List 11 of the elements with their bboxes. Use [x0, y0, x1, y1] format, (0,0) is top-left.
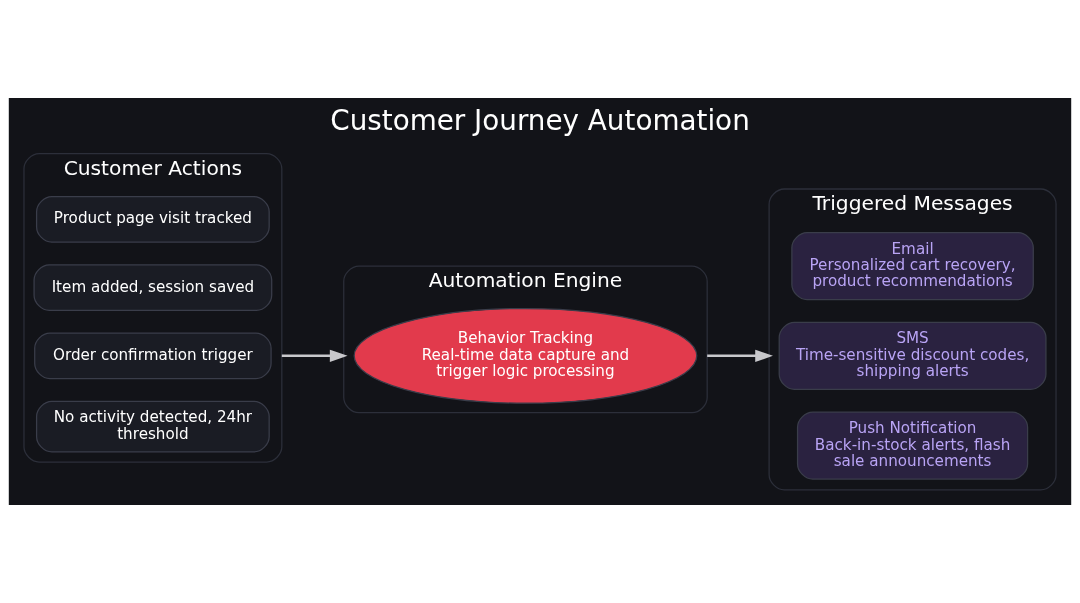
node-box: Item added, session saved	[33, 264, 273, 311]
arrow	[707, 349, 773, 363]
node-box: No activity detected, 24hr threshold	[35, 400, 270, 453]
node-box: Product page visit tracked	[35, 195, 270, 243]
diagram-title: Customer Journey Automation	[330, 104, 750, 138]
node-box: Push Notification Back-in-stock alerts, flash sale announcements	[796, 411, 1029, 480]
node-ellipse: Behavior Tracking Real-time data capture and trigger logic processing	[353, 307, 698, 404]
arrow	[281, 349, 348, 363]
node-box: Email Personalized cart recovery, product recommendations	[791, 232, 1034, 301]
node-box: SMS Time-sensitive discount codes, shipping alerts	[778, 321, 1047, 390]
node-box: Order confirmation trigger	[34, 332, 272, 380]
